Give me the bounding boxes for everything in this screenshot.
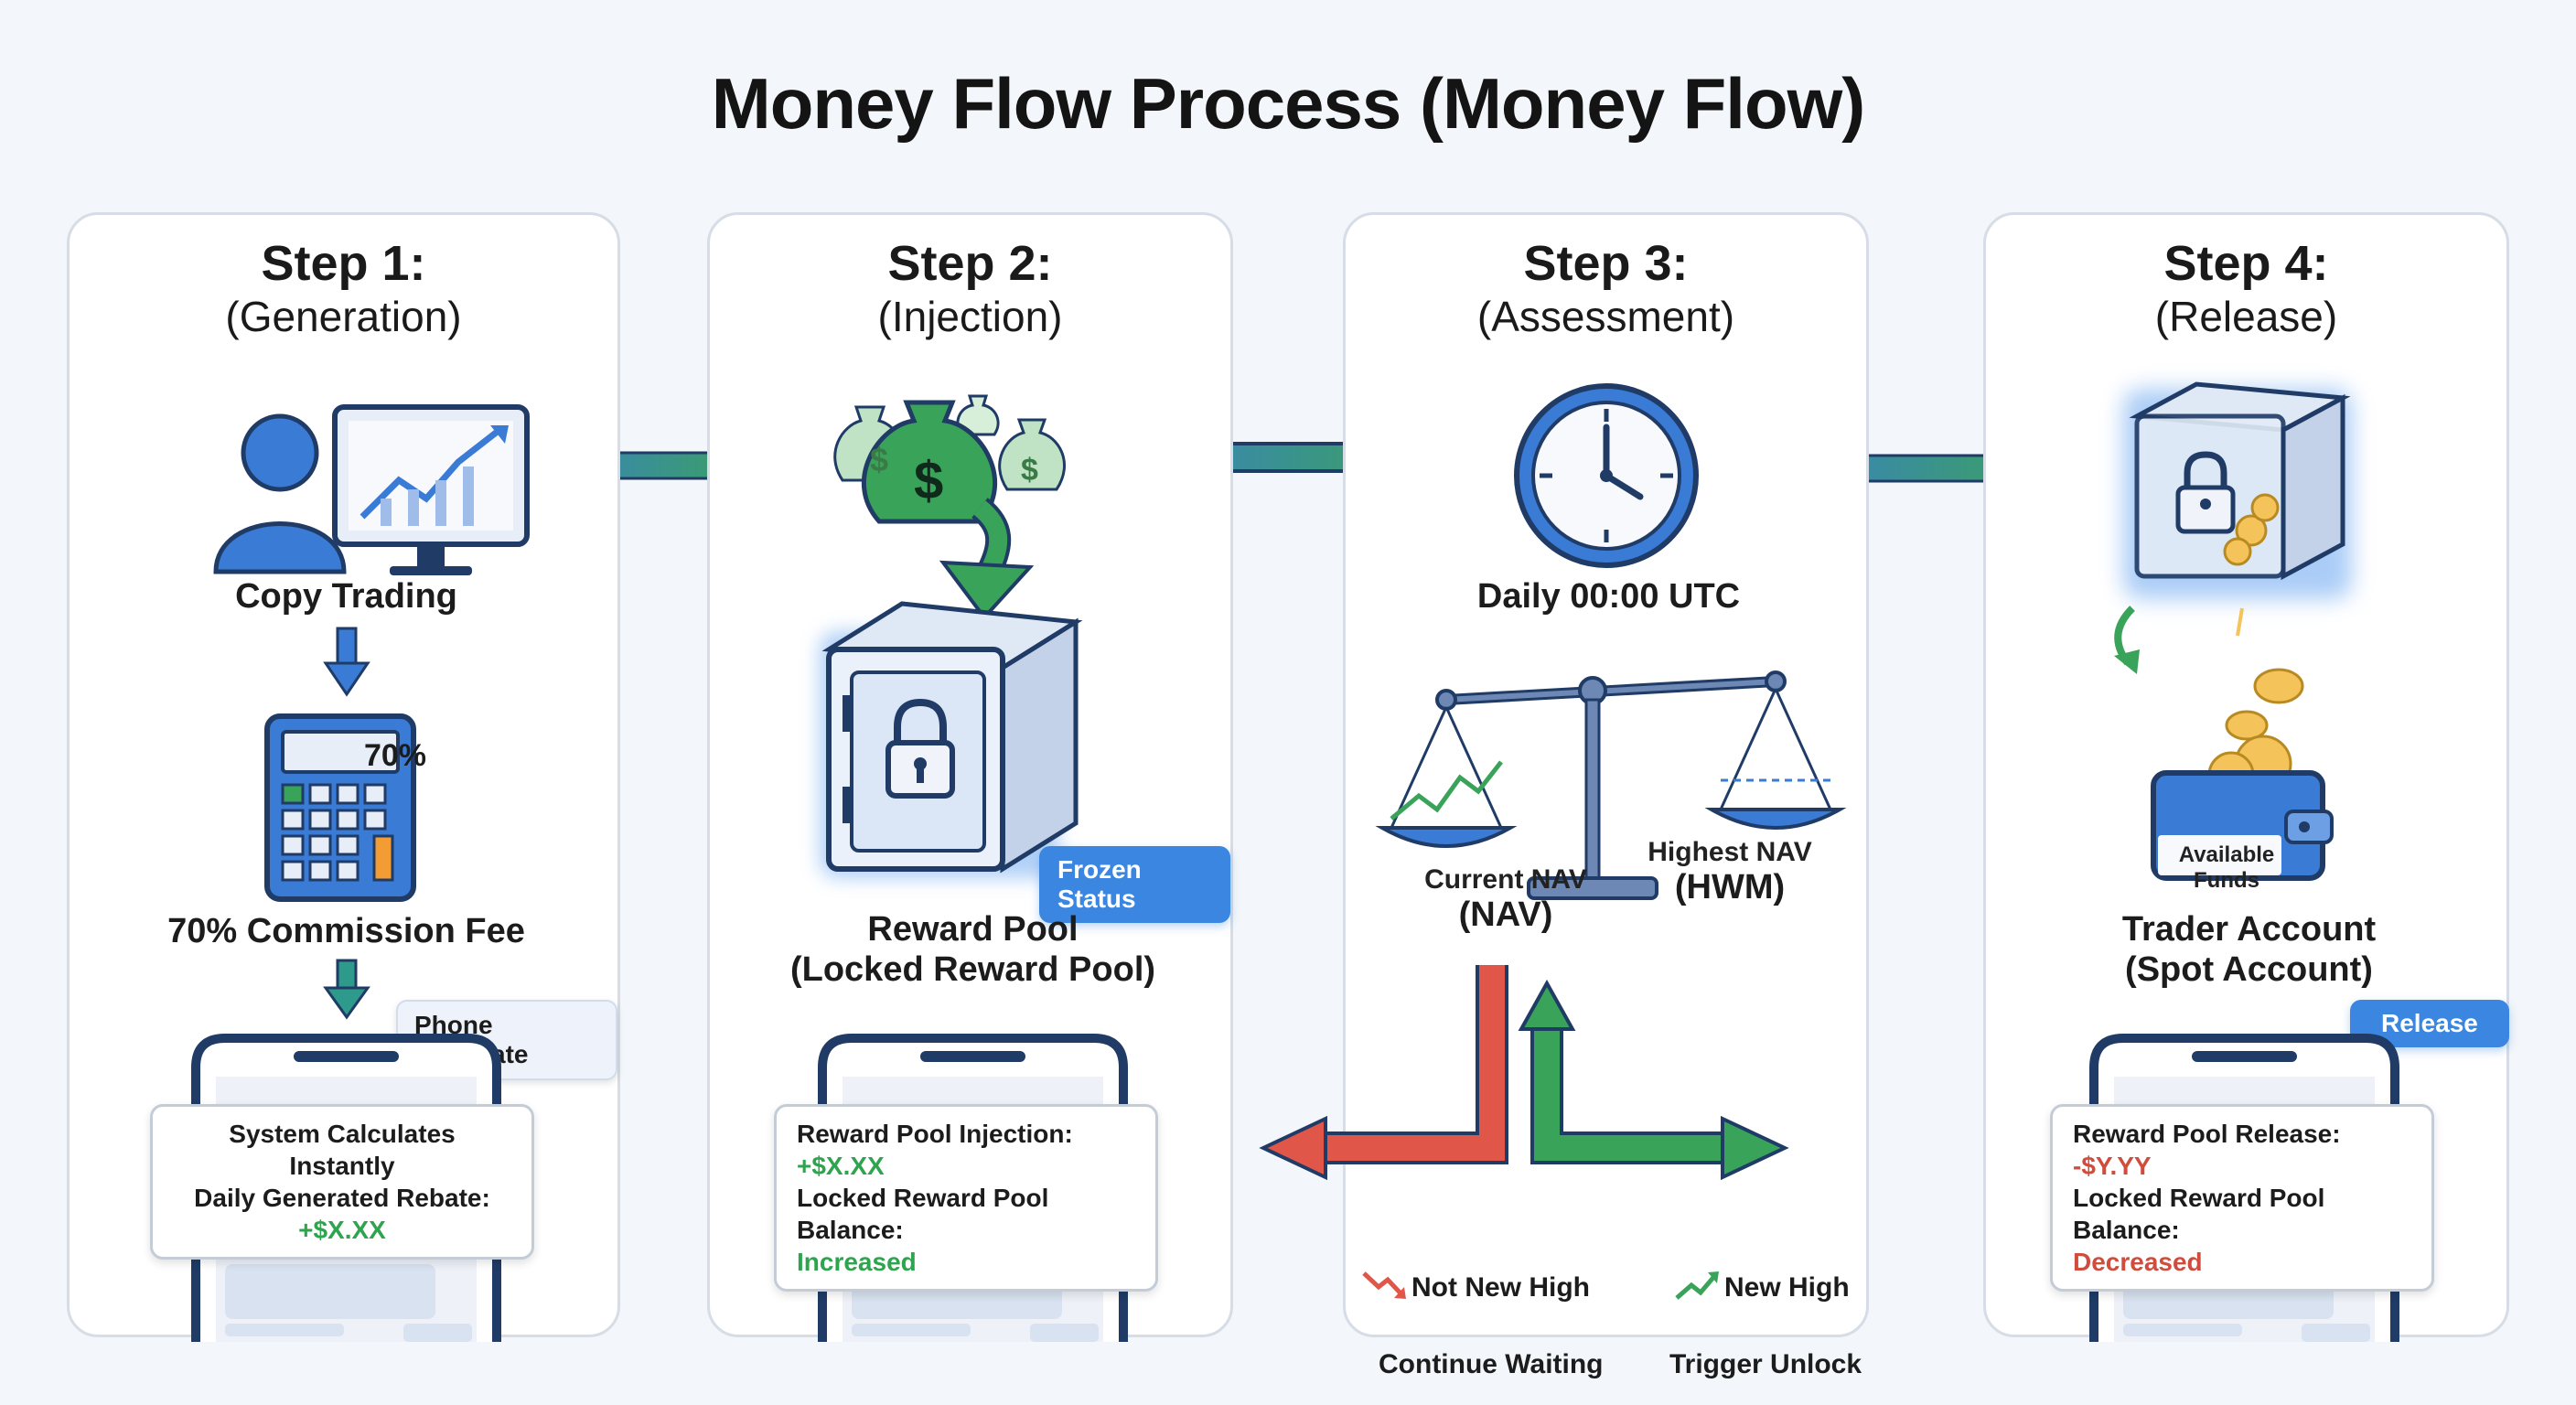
step2-card-line2: Locked Reward Pool Balance: <box>797 1184 1049 1244</box>
step2-subtitle: (Injection) <box>877 293 1063 340</box>
money-bags-icon: $ $ $ <box>833 394 1067 524</box>
step1-card-line1: System Calculates Instantly <box>229 1120 456 1180</box>
step1-info-card: System Calculates Instantly Daily Genera… <box>150 1104 534 1260</box>
step1-title: Step 1: <box>261 236 426 291</box>
calculator-display: 70% <box>363 738 426 773</box>
step3-subtitle: (Assessment) <box>1476 293 1735 340</box>
copy-trading-label: Copy Trading <box>235 577 457 616</box>
down-arrow-icon <box>323 959 370 1020</box>
continue-waiting-label: Continue Waiting <box>1379 1349 1604 1379</box>
locked-reward-pool-label: (Locked Reward Pool) <box>789 950 1156 989</box>
step1-panel: Step 1: (Generation) Copy Trading 70% 70… <box>67 212 620 1342</box>
step2-panel: Step 2: (Injection) $ $ $ <box>707 212 1233 1342</box>
commission-fee-label: 70% Commission Fee <box>167 912 525 950</box>
nav-sub-label: (NAV) <box>1458 896 1553 934</box>
step1-subtitle: (Generation) <box>225 293 462 340</box>
new-high-label: New High <box>1724 1272 1850 1303</box>
daily-utc-label: Daily 00:00 UTC <box>1476 577 1741 616</box>
step2-info-card: Reward Pool Injection: +$X.XX Locked Rew… <box>774 1104 1158 1292</box>
trader-account-label: Trader Account <box>2121 910 2377 949</box>
locked-safe-icon <box>820 601 1083 878</box>
available-funds-label: Available Funds <box>2178 842 2275 893</box>
dollar-sign-icon: $ <box>1021 453 1038 488</box>
step2-title: Step 2: <box>887 236 1053 291</box>
clock-icon <box>1514 383 1699 568</box>
step4-card-line1: Reward Pool Release: -$Y.YY <box>2073 1120 2341 1180</box>
step4-card-line2: Locked Reward Pool Balance: <box>2073 1184 2325 1244</box>
spot-account-label: (Spot Account) <box>2125 950 2373 989</box>
current-nav-label: Current NAV <box>1424 864 1587 895</box>
hwm-sub-label: (HWM) <box>1674 868 1786 906</box>
step3-panel: Step 3: (Assessment) Daily 00:00 UTC Cur… <box>1259 212 1869 1379</box>
reward-pool-label: Reward Pool <box>867 910 1079 949</box>
branch-arrows <box>1259 965 1789 1181</box>
step2-card-line1: Reward Pool Injection: +$X.XX <box>797 1120 1073 1180</box>
page-title: Money Flow Process (Money Flow) <box>711 63 1866 144</box>
step4-panel: Step 4: (Release) Available Funds Trader… <box>1983 212 2509 1342</box>
step4-info-card: Reward Pool Release: -$Y.YY Locked Rewar… <box>2050 1104 2434 1292</box>
wallet-icon <box>2151 735 2334 881</box>
curved-down-arrow-icon <box>939 498 1035 621</box>
rebate-value: +$X.XX <box>298 1216 386 1244</box>
down-arrow-icon <box>323 627 370 697</box>
step4-card-line3: Decreased <box>2073 1248 2203 1276</box>
step4-title: Step 4: <box>2163 236 2329 291</box>
falling-coins-icon <box>2114 606 2304 741</box>
step2-card-line3: Increased <box>797 1248 917 1276</box>
up-trend-icon <box>1675 1271 1719 1300</box>
trigger-unlock-label: Trigger Unlock <box>1669 1349 1862 1379</box>
copy-trading-icon <box>213 404 530 575</box>
balance-scale-icon <box>1375 670 1847 900</box>
unlocking-safe-icon <box>2123 381 2352 599</box>
calculator-icon <box>264 713 416 902</box>
dollar-sign-icon: $ <box>914 451 943 510</box>
release-value: -$Y.YY <box>2073 1152 2152 1180</box>
not-new-high-label: Not New High <box>1411 1272 1590 1303</box>
dollar-sign-icon: $ <box>870 441 888 478</box>
step3-title: Step 3: <box>1523 236 1689 291</box>
down-trend-icon <box>1362 1271 1406 1299</box>
frozen-status-badge: Frozen Status <box>1039 846 1230 923</box>
highest-nav-label: Highest NAV <box>1648 837 1812 867</box>
step4-subtitle: (Release) <box>2154 293 2338 340</box>
release-badge: Release <box>2350 1000 2509 1047</box>
step1-card-line2: Daily Generated Rebate: +$X.XX <box>194 1184 490 1244</box>
injection-value: +$X.XX <box>797 1152 885 1180</box>
